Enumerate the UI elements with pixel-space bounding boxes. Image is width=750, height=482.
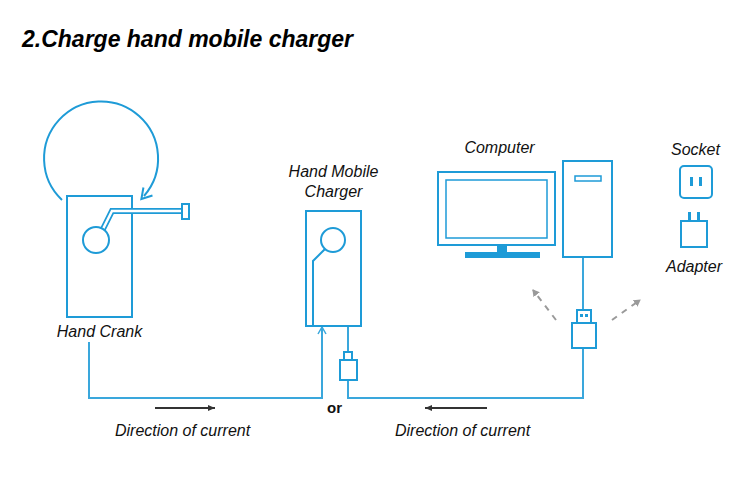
wire-connector bbox=[348, 258, 583, 398]
hand-mobile-charger-shape bbox=[305, 210, 362, 327]
direction-arrow bbox=[155, 407, 215, 409]
pointer-arrow bbox=[533, 290, 556, 320]
node-label: Hand Mobile Charger bbox=[280, 162, 388, 202]
wall-socket-outline bbox=[679, 165, 713, 199]
node-label: Computer bbox=[386, 138, 614, 158]
computer-outline bbox=[437, 160, 613, 258]
power-adapter-shape bbox=[680, 212, 708, 248]
computer-shape bbox=[437, 160, 613, 258]
pointer-arrow bbox=[612, 300, 640, 320]
usb-plug bbox=[572, 310, 596, 348]
power-adapter-outline bbox=[680, 212, 708, 248]
wall-socket: Socket bbox=[670, 140, 721, 199]
hand-mobile-charger: Hand Mobile Charger bbox=[279, 162, 389, 327]
rotation-arrow bbox=[44, 101, 158, 200]
direction-label: Direction of current bbox=[115, 422, 250, 440]
node-label: Socket bbox=[670, 140, 721, 160]
direction-label: Direction of current bbox=[395, 422, 530, 440]
node-label: Adapter bbox=[665, 257, 724, 277]
power-adapter: Adapter bbox=[665, 212, 724, 277]
micro-usb-plug bbox=[340, 352, 357, 380]
hand-crank-shape bbox=[66, 195, 133, 318]
computer: Computer bbox=[411, 138, 639, 258]
direction-arrow bbox=[425, 407, 487, 409]
hand-crank-outline bbox=[66, 195, 133, 318]
or-label: or bbox=[327, 399, 342, 416]
hand-crank: Hand Crank bbox=[56, 195, 144, 342]
hand-mobile-charger-outline bbox=[305, 210, 362, 327]
wall-socket-shape bbox=[679, 165, 713, 199]
title: 2.Charge hand mobile charger bbox=[22, 26, 353, 53]
node-label: Hand Crank bbox=[56, 322, 144, 342]
